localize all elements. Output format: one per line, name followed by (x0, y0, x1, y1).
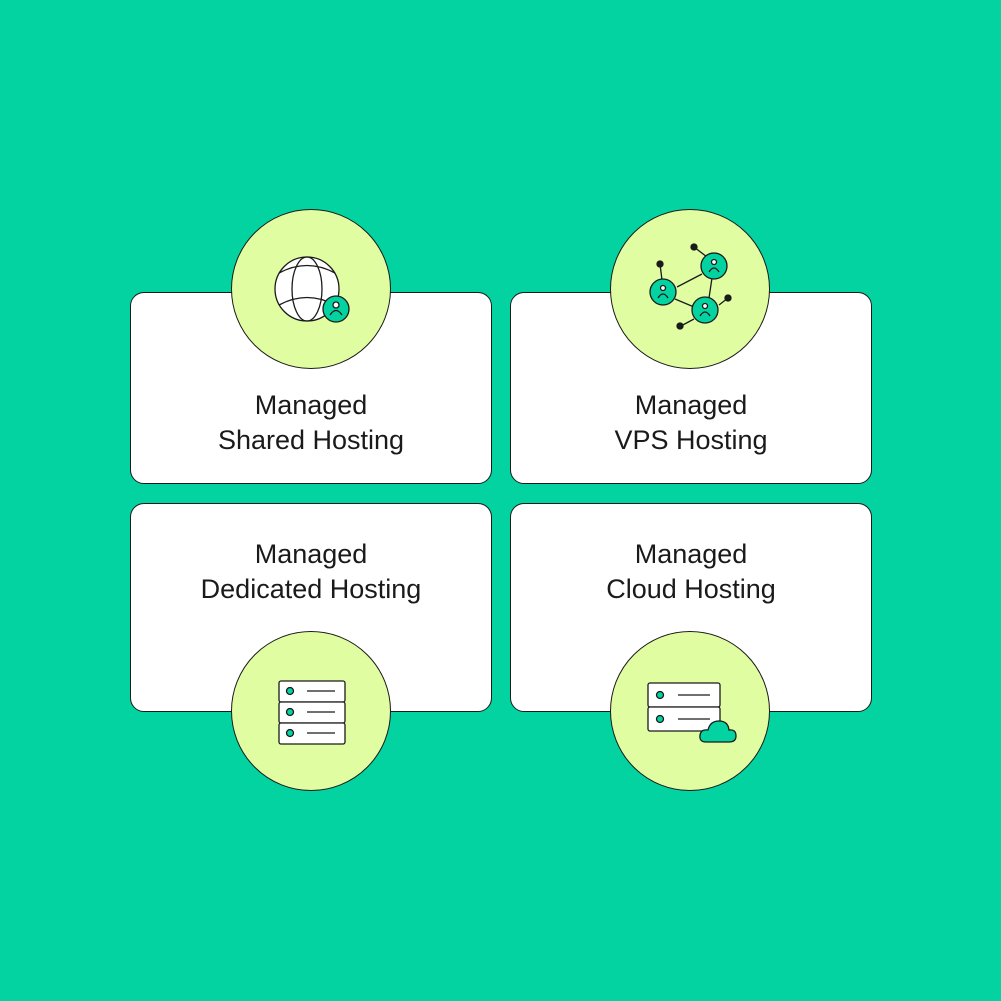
icon-circle (231, 631, 391, 791)
icon-circle (231, 209, 391, 369)
globe-user-icon (274, 256, 350, 323)
icon-circle (610, 631, 770, 791)
icon-circle (610, 209, 770, 369)
title-line1: Managed (634, 539, 748, 569)
network-users-icon (649, 243, 732, 330)
title-line2: Dedicated Hosting (200, 574, 422, 604)
server-cloud-icon (647, 682, 737, 743)
title-line2: Shared Hosting (217, 425, 405, 455)
title-line1: Managed (254, 390, 368, 420)
title-line1: Managed (634, 390, 748, 420)
title-line1: Managed (254, 539, 368, 569)
server-rack-icon (278, 680, 346, 745)
title-line2: Cloud Hosting (606, 574, 776, 604)
title-line2: VPS Hosting (614, 425, 768, 455)
